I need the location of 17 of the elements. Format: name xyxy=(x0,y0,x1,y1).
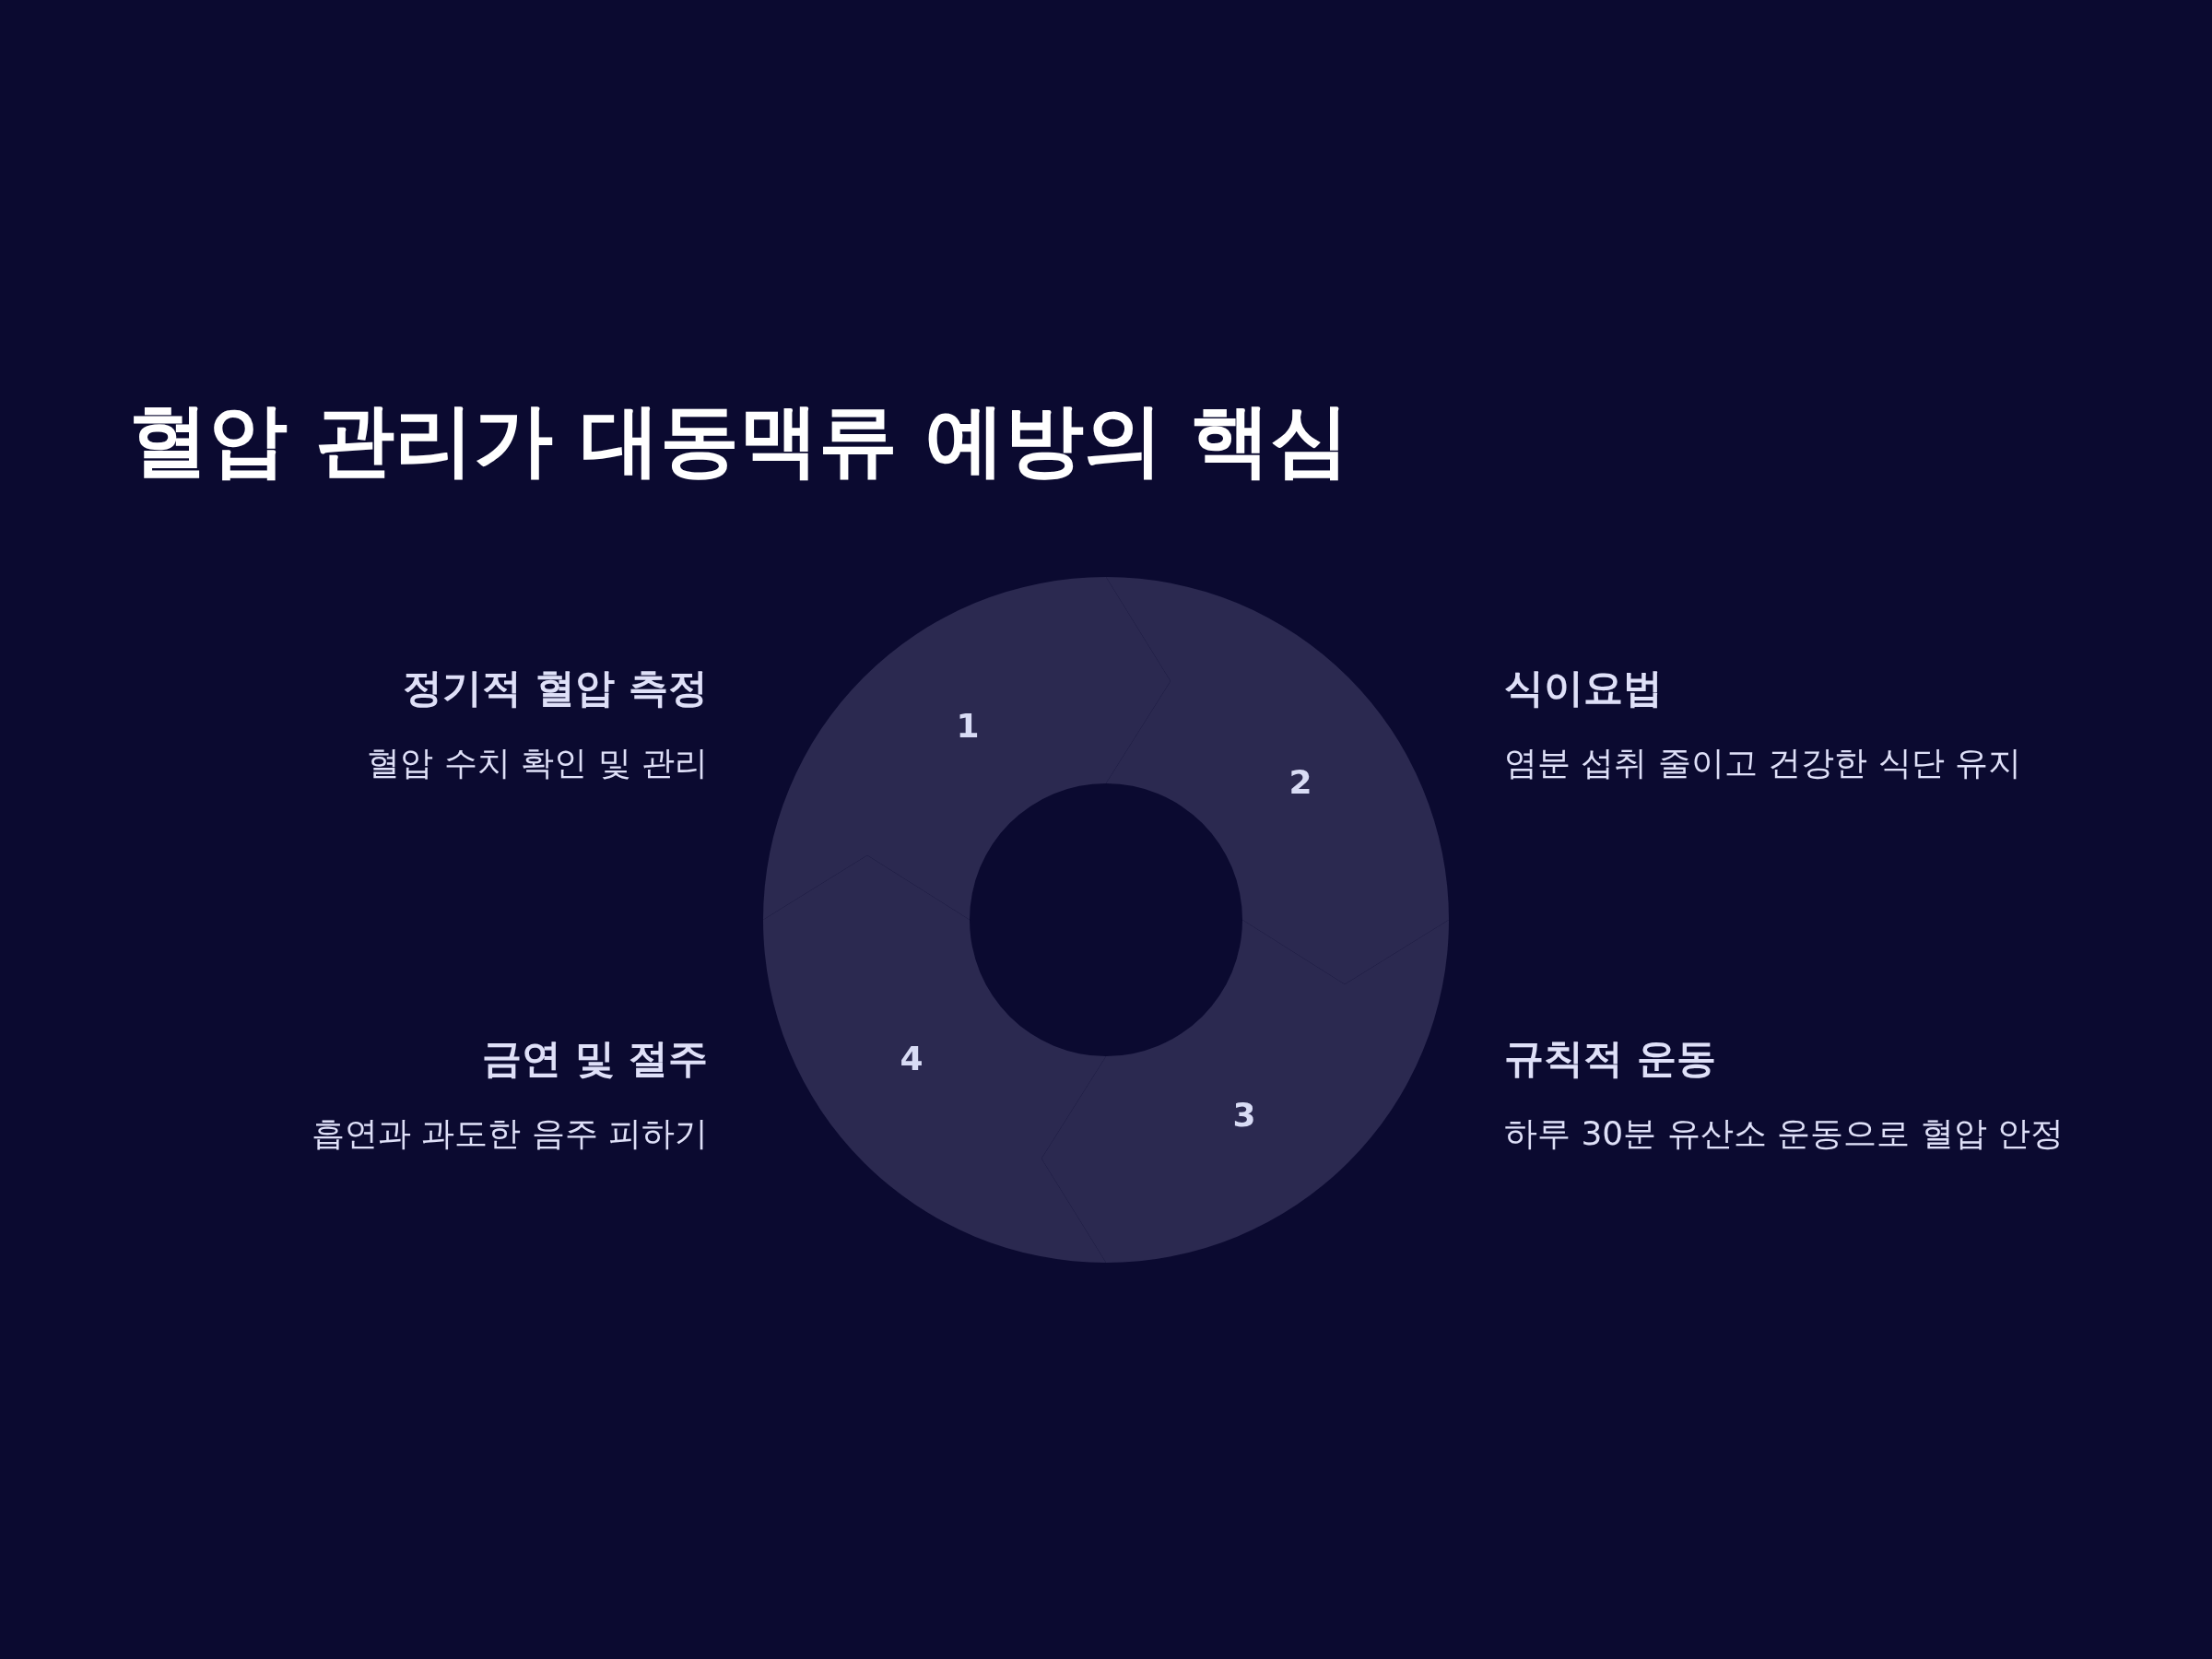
step-number: 4 xyxy=(900,1039,924,1077)
title: 혈압 관리가 대동맥류 예방의 핵심 xyxy=(129,393,1349,488)
ring-segment xyxy=(763,577,1171,920)
step-description: 혈압 수치 확인 및 관리 xyxy=(367,743,708,783)
step-heading: 식이요법 xyxy=(1504,664,1663,712)
step-number: 3 xyxy=(1232,1095,1256,1134)
step-heading: 정기적 혈압 측정 xyxy=(403,664,708,712)
step-description: 하루 30분 유산소 운동으로 혈압 안정 xyxy=(1504,1113,2065,1154)
step-number: 2 xyxy=(1288,762,1312,801)
step-description: 흡연과 과도한 음주 피하기 xyxy=(311,1113,708,1154)
step-heading: 금연 및 절주 xyxy=(482,1034,708,1083)
step-description: 염분 섭취 줄이고 건강한 식단 유지 xyxy=(1504,743,2022,783)
ring-segment xyxy=(1041,920,1449,1263)
step-heading: 규칙적 운동 xyxy=(1504,1034,1716,1083)
step-number: 1 xyxy=(956,706,980,745)
ring-segment xyxy=(763,855,1106,1263)
ring-segment xyxy=(1106,577,1449,984)
